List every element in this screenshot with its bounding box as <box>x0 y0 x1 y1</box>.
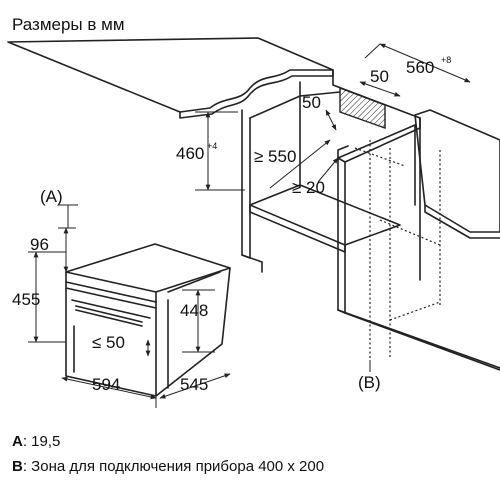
legend-key-a: A <box>12 433 23 450</box>
connection-zone-b <box>354 140 441 360</box>
dim-appliance-depth: 545 <box>180 375 208 394</box>
dim-niche-height-tol: +4 <box>207 141 217 151</box>
legend-text-b: : Зона для подключения прибора 400 х 200 <box>22 458 325 475</box>
dim-vent-top: 50 <box>370 67 389 86</box>
dim-gap: ≥ 20 <box>292 178 325 197</box>
dim-niche-height: 460 <box>176 144 204 163</box>
title: Размеры в мм <box>12 15 125 34</box>
dim-appliance-height: 455 <box>12 290 40 309</box>
dim-niche-depth: ≥ 550 <box>254 147 296 166</box>
countertop-right <box>414 109 500 239</box>
dim-niche-width-tol: +8 <box>441 55 451 65</box>
appliance <box>65 243 231 397</box>
dim-panel: 96 <box>30 235 49 254</box>
legend-item-a: A: 19,5 <box>12 433 60 451</box>
dimension-labels: 460 +4 560 +8 50 50 ≥ 550 ≥ 20 96 455 44… <box>12 55 451 394</box>
marker-b: (B) <box>358 373 381 392</box>
legend-key-b: B <box>12 458 23 475</box>
dim-inner-height: 448 <box>180 301 208 320</box>
countertop-left <box>7 37 334 119</box>
dimension-lines <box>28 43 471 408</box>
dim-handle-gap: ≤ 50 <box>92 333 125 352</box>
dim-vent-side: 50 <box>302 93 321 112</box>
dim-appliance-width: 594 <box>92 375 120 394</box>
dim-niche-width: 560 <box>406 58 434 77</box>
niche-cabinet <box>241 69 500 371</box>
marker-a: (A) <box>40 187 63 206</box>
legend-item-b: B: Зона для подключения прибора 400 х 20… <box>12 458 324 476</box>
legend-text-a: : 19,5 <box>22 433 61 450</box>
